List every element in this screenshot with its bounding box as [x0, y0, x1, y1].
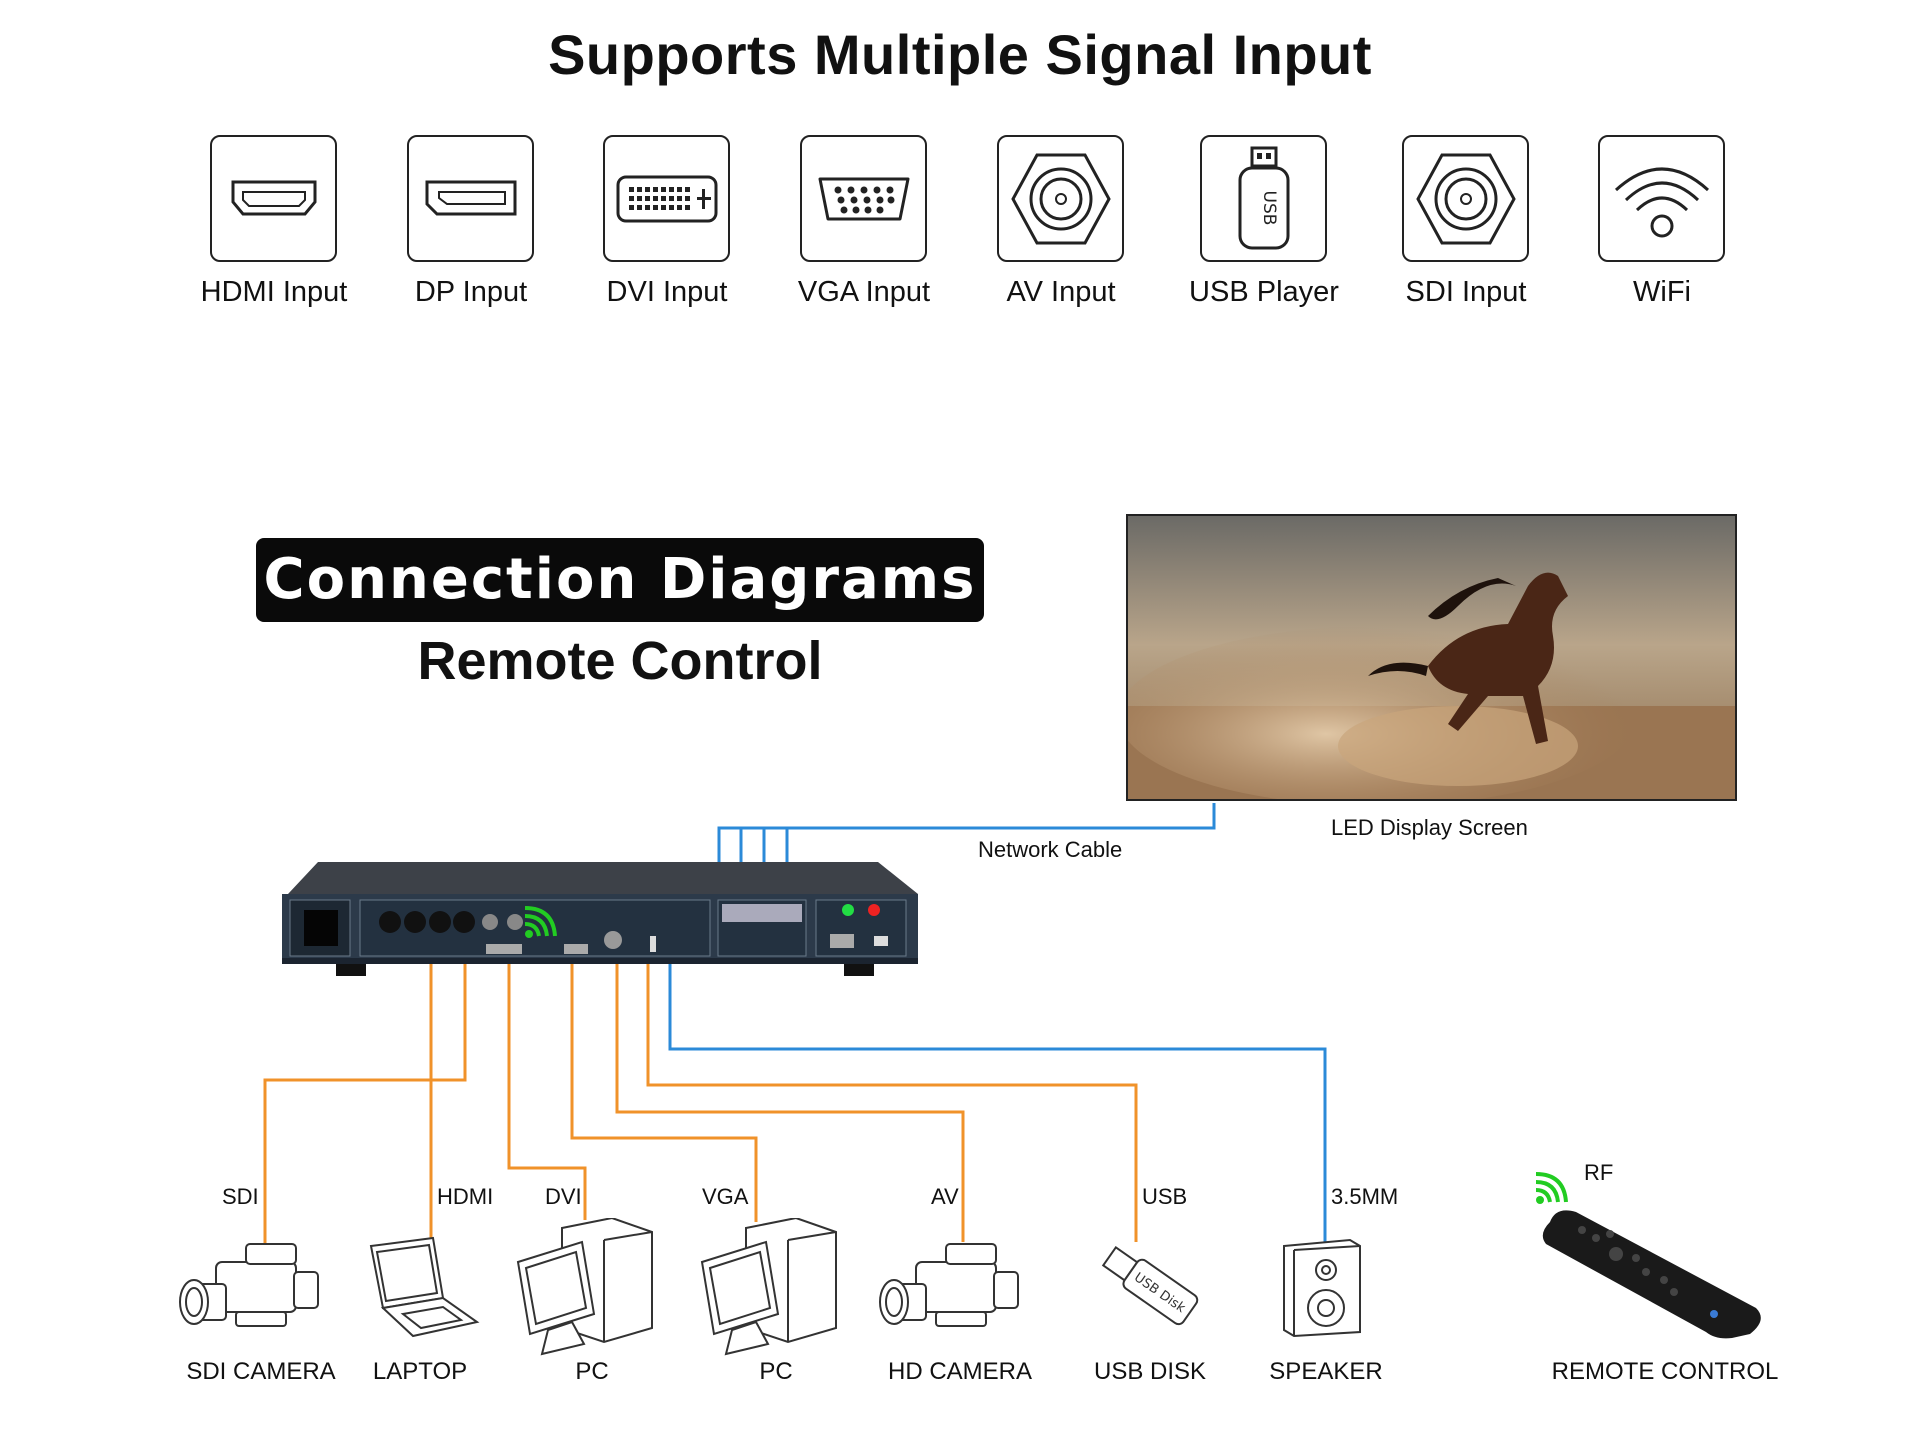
bnc-port-icon	[1010, 153, 1111, 244]
device-label-sdi-camera: SDI CAMERA	[186, 1358, 336, 1385]
device-label-speaker: SPEAKER	[1269, 1358, 1383, 1385]
connection-diagrams-banner: Connection Diagrams	[256, 538, 984, 622]
input-label: WiFi	[1633, 276, 1691, 308]
device-label-remote-control: REMOTE CONTROL	[1551, 1358, 1779, 1385]
remote-control-icon	[1542, 1210, 1761, 1339]
pc-icon	[700, 1218, 837, 1356]
connection-label-35mm: 3.5MM	[1331, 1184, 1399, 1209]
wifi-icon	[1614, 167, 1709, 237]
speaker-icon	[1283, 1238, 1361, 1338]
pc-icon	[516, 1218, 653, 1356]
led-display-screen	[1126, 514, 1737, 801]
connection-label-hdmi: HDMI	[437, 1184, 494, 1209]
connection-label-sdi: SDI	[222, 1184, 259, 1209]
input-label: DVI Input	[606, 276, 728, 308]
usb-drive-icon: USB	[1238, 146, 1289, 249]
laptop-icon	[369, 1236, 480, 1338]
connection-label-vga: VGA	[702, 1184, 749, 1209]
video-processor	[282, 862, 918, 976]
remote-control-subtitle: Remote Control	[417, 631, 823, 691]
usb-player-card: USB	[1200, 135, 1327, 262]
sdi-input-card	[1402, 135, 1529, 262]
device-label-hd-camera: HD CAMERA	[887, 1358, 1032, 1385]
dvi-port-icon	[616, 175, 717, 222]
led-screen-label: LED Display Screen	[1331, 815, 1528, 840]
page-title: Supports Multiple Signal Input	[548, 23, 1372, 86]
connection-label-dvi: DVI	[545, 1184, 582, 1209]
connection-label-rf: RF	[1584, 1160, 1614, 1185]
displayport-icon	[425, 180, 516, 215]
input-label: USB Player	[1189, 276, 1339, 308]
svg-text:USB: USB	[1259, 190, 1279, 225]
connection-label-usb: USB	[1142, 1184, 1188, 1209]
device-label-pc: PC	[575, 1358, 609, 1385]
dp-input-card	[407, 135, 534, 262]
input-label: HDMI Input	[200, 276, 348, 308]
vga-port-icon	[818, 177, 909, 220]
connection-label-av: AV	[931, 1184, 959, 1209]
horse-image	[1128, 516, 1735, 799]
vga-input-card	[800, 135, 927, 262]
dvi-input-card	[603, 135, 730, 262]
device-label-usb-disk: USB DISK	[1093, 1358, 1207, 1385]
input-label: VGA Input	[797, 276, 931, 308]
hd-camera-icon	[879, 1243, 1019, 1327]
hdmi-port-icon	[231, 180, 316, 215]
input-label: SDI Input	[1405, 276, 1527, 308]
signal-wires	[263, 932, 1138, 1262]
input-label: AV Input	[1006, 276, 1116, 308]
sdi-camera-icon	[179, 1243, 319, 1327]
bnc-port-icon	[1415, 153, 1516, 244]
input-label: DP Input	[414, 276, 528, 308]
av-input-card	[997, 135, 1124, 262]
network-cable-label: Network Cable	[978, 837, 1123, 862]
usb-disk-icon: USB Disk	[1101, 1245, 1199, 1326]
rf-signal-icon	[524, 906, 557, 938]
device-label-laptop: LAPTOP	[372, 1358, 468, 1385]
hdmi-input-card	[210, 135, 337, 262]
rf-signal-icon	[1535, 1172, 1568, 1204]
wifi-card	[1598, 135, 1725, 262]
device-label-pc: PC	[759, 1358, 793, 1385]
